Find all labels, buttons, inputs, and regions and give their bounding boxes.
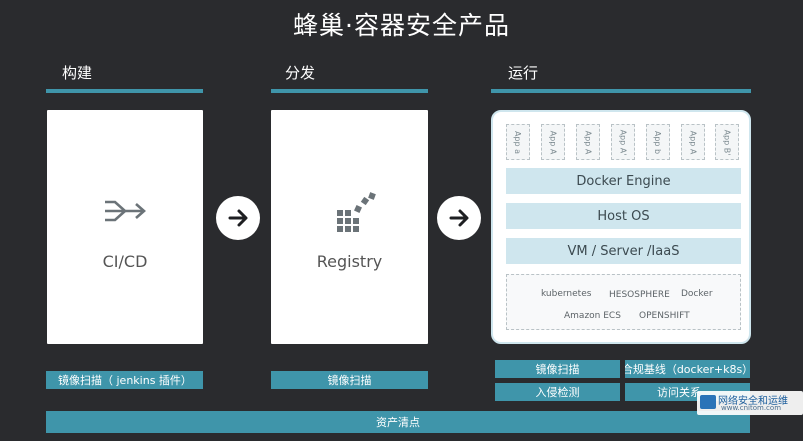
run-heading-bar (491, 89, 751, 93)
app-container: App A (541, 124, 565, 160)
distribute-heading-bar (271, 89, 428, 93)
orchestrator-mesosphere: HESOSPHERE (609, 290, 670, 300)
registry-image-scan-tag: 镜像扫描 (271, 371, 428, 389)
app-container: App A (576, 124, 600, 160)
flow-arrow-icon (437, 196, 481, 240)
orchestrator-docker: Docker (681, 289, 713, 299)
orchestrator-kubernetes: kubernetes (541, 289, 592, 299)
runtime-image-scan-tag: 镜像扫描 (495, 360, 620, 378)
app-container: App b (646, 124, 670, 160)
build-label: CI/CD (102, 252, 148, 271)
watermark-url: www.cnitom.com (721, 404, 782, 412)
build-card: CI/CD (47, 110, 203, 344)
registry-label: Registry (316, 252, 383, 271)
watermark: 网络安全和运维 www.cnitom.com (697, 391, 803, 415)
run-heading: 运行 (508, 64, 539, 82)
host-os-layer: Host OS (506, 203, 741, 229)
registry-blocks-icon (337, 192, 376, 232)
orchestrator-openshift: OPENSHIFT (639, 311, 690, 321)
app-container: App B' (715, 124, 739, 160)
app-container: App A (681, 124, 705, 160)
app-container: App a (506, 124, 530, 160)
runtime-panel: App a App A App A App A' App b App A App… (491, 110, 751, 344)
flow-arrow-icon (216, 196, 260, 240)
orchestrator-box: kubernetes HESOSPHERE Docker Amazon ECS … (506, 274, 741, 330)
build-heading: 构建 (62, 64, 93, 82)
asset-inventory-bar: 资产清点 (46, 411, 750, 433)
compliance-baseline-tag: 合规基线（docker+k8s） (625, 360, 750, 378)
docker-engine-layer: Docker Engine (506, 168, 741, 194)
build-heading-bar (46, 89, 203, 93)
app-container: App A' (611, 124, 635, 160)
orchestrator-amazon-ecs: Amazon ECS (564, 311, 621, 321)
build-image-scan-tag: 镜像扫描（ jenkins 插件） (46, 371, 203, 389)
infrastructure-layer: VM / Server /IaaS (506, 238, 741, 264)
merge-arrow-icon (105, 200, 146, 222)
watermark-name: 网络安全和运维 (718, 396, 788, 407)
registry-card: Registry (271, 110, 428, 344)
watermark-logo-icon (700, 395, 716, 409)
page-title: 蜂巢·容器安全产品 (293, 11, 510, 40)
intrusion-detection-tag: 入侵检测 (495, 383, 620, 401)
distribute-heading: 分发 (285, 64, 316, 82)
